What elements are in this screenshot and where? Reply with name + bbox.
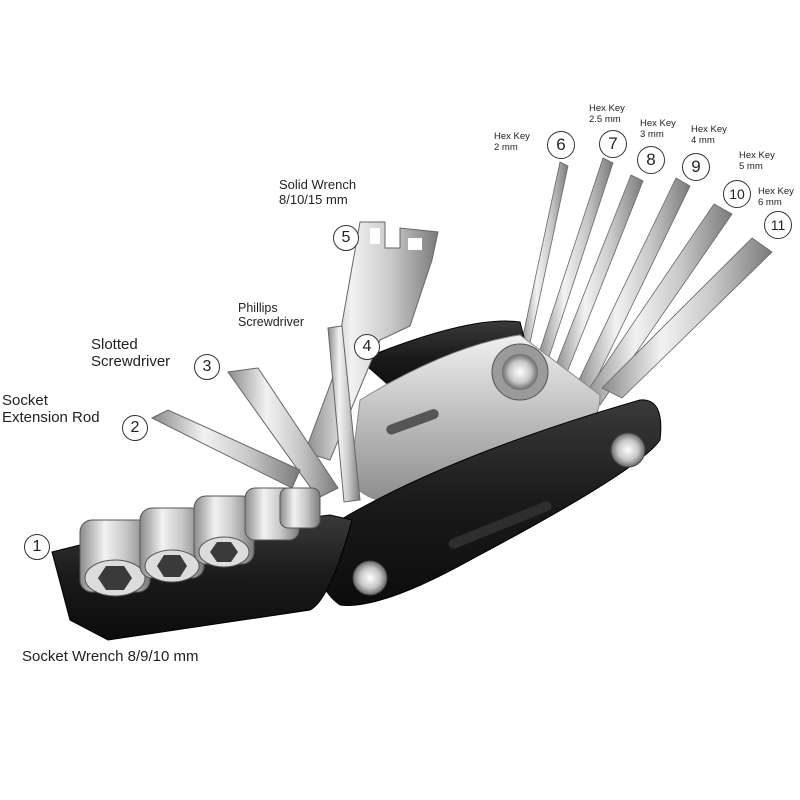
callout-6-badge: 6 xyxy=(547,131,575,159)
callout-8-badge: 8 xyxy=(637,146,665,174)
callout-2-badge: 2 xyxy=(122,415,148,441)
hex-key-6mm xyxy=(601,237,773,399)
phillips-screwdriver xyxy=(327,325,361,503)
label-hex-key-2-5mm: Hex Key 2.5 mm xyxy=(589,103,625,125)
label-socket-extension-rod: Socket Extension Rod xyxy=(2,392,100,427)
label-hex-key-6mm: Hex Key 6 mm xyxy=(758,186,794,208)
label-socket-wrench: Socket Wrench 8/9/10 mm xyxy=(22,648,199,665)
label-solid-wrench: Solid Wrench 8/10/15 mm xyxy=(279,177,357,207)
label-phillips-screwdriver: Phillips Screwdriver xyxy=(238,301,304,330)
callout-1-badge: 1 xyxy=(24,534,50,560)
callout-3-badge: 3 xyxy=(194,354,220,380)
hex-key-2mm xyxy=(519,161,569,353)
label-hex-key-2mm: Hex Key 2 mm xyxy=(494,131,530,153)
label-slotted-screwdriver: Slotted Screwdriver xyxy=(91,336,171,371)
bolt-left xyxy=(352,560,388,596)
slotted-screwdriver xyxy=(227,367,339,499)
bolt-right xyxy=(610,432,646,468)
plate-slot xyxy=(386,409,439,435)
label-hex-key-4mm: Hex Key 4 mm xyxy=(691,124,727,146)
callout-7-badge: 7 xyxy=(599,130,627,158)
callout-11-badge: 11 xyxy=(764,211,792,239)
label-hex-key-3mm: Hex Key 3 mm xyxy=(640,118,676,140)
callout-10-badge: 10 xyxy=(723,180,751,208)
callout-5-badge: 5 xyxy=(333,225,359,251)
label-hex-key-5mm: Hex Key 5 mm xyxy=(739,150,775,172)
callout-4-badge: 4 xyxy=(354,334,380,360)
socket-extension-rod xyxy=(150,409,301,489)
hex-key-5mm xyxy=(583,203,733,406)
sockets xyxy=(79,487,321,597)
callout-9-badge: 9 xyxy=(682,153,710,181)
hex-keys xyxy=(519,157,773,406)
